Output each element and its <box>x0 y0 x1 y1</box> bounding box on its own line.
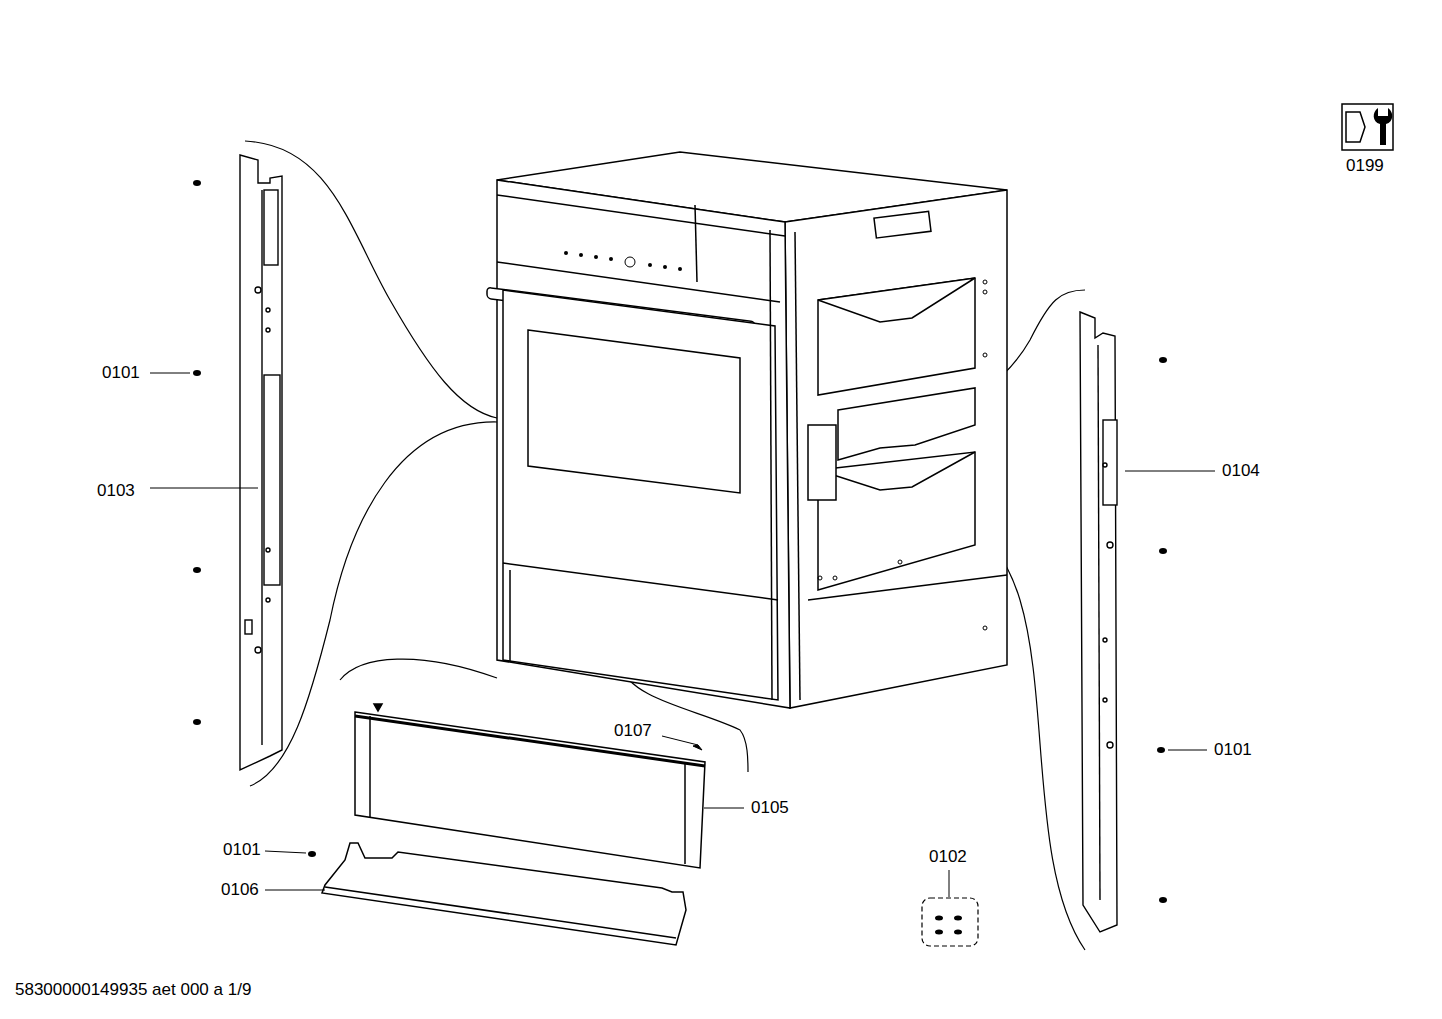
callout-number: 0106 <box>220 880 260 900</box>
screw-bag <box>922 898 978 946</box>
front-panel <box>355 704 705 868</box>
callout-number: 0105 <box>750 798 790 818</box>
oven-body <box>487 152 1007 708</box>
callout-number: 0107 <box>613 721 653 741</box>
guide-curves <box>245 141 1085 950</box>
control-knobs <box>564 251 682 271</box>
callout-number: 0101 <box>222 840 262 860</box>
bottom-bracket <box>322 843 686 945</box>
side-holes <box>818 280 987 630</box>
callout-number: 0103 <box>96 481 136 501</box>
callout-number: 0101 <box>101 363 141 383</box>
callout-number: 0104 <box>1221 461 1261 481</box>
screws <box>193 180 1167 916</box>
leader-lines <box>150 373 1215 897</box>
callout-number: 0199 <box>1345 156 1385 176</box>
service-icon <box>1342 104 1393 150</box>
callout-number: 0101 <box>1213 740 1253 760</box>
right-rail <box>1080 312 1117 932</box>
document-number: 58300000149935 aet 000 a 1/9 <box>14 980 252 1000</box>
callout-number: 0102 <box>928 847 968 867</box>
left-rail <box>240 155 282 770</box>
